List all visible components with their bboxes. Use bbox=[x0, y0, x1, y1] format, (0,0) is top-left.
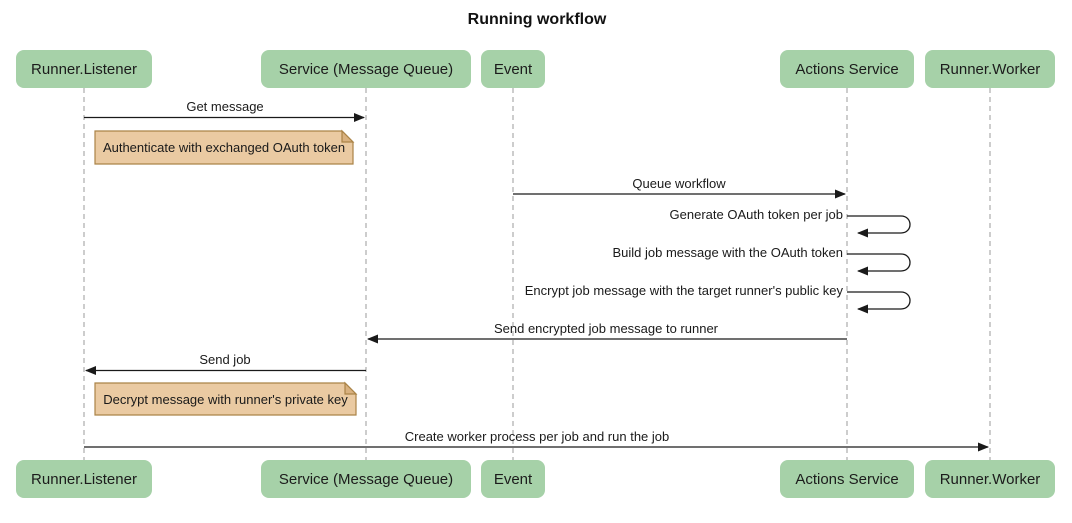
arrow-generate-oauth-token-self bbox=[847, 215, 911, 238]
note-decrypt-private-key: Decrypt message with runner's private ke… bbox=[103, 391, 348, 407]
message-label-encrypt-job-message: Encrypt job message with the target runn… bbox=[524, 283, 843, 298]
participant-top-runner-worker: Runner.Worker bbox=[925, 50, 1055, 88]
arrow-build-job-message-self bbox=[847, 253, 911, 276]
participant-bottom-service-message-queue: Service (Message Queue) bbox=[261, 460, 471, 498]
participant-top-event: Event bbox=[481, 50, 545, 88]
participant-bottom-runner-listener: Runner.Listener bbox=[16, 460, 152, 498]
note-authenticate-oauth: Authenticate with exchanged OAuth token bbox=[102, 140, 346, 155]
message-label-queue-workflow: Queue workflow bbox=[632, 176, 726, 191]
participant-bottom-event: Event bbox=[481, 460, 545, 498]
participant-top-runner-listener: Runner.Listener bbox=[16, 50, 152, 88]
message-label-build-job-message: Build job message with the OAuth token bbox=[612, 245, 843, 260]
participant-top-actions-service: Actions Service bbox=[780, 50, 914, 88]
note-shape-authenticate bbox=[94, 129, 355, 165]
note-shape-decrypt bbox=[94, 381, 358, 416]
arrow-encrypt-job-message-self bbox=[847, 291, 911, 314]
message-label-generate-oauth-token: Generate OAuth token per job bbox=[669, 207, 843, 222]
participant-bottom-actions-service: Actions Service bbox=[780, 460, 914, 498]
diagram-title: Running workflow bbox=[467, 11, 607, 28]
participant-top-service-message-queue: Service (Message Queue) bbox=[261, 50, 471, 88]
message-label-get-message: Get message bbox=[186, 99, 264, 114]
message-label-create-worker-process: Create worker process per job and run th… bbox=[404, 429, 670, 444]
participant-bottom-runner-worker: Runner.Worker bbox=[925, 460, 1055, 498]
message-label-send-encrypted-job-message: Send encrypted job message to runner bbox=[493, 321, 719, 336]
message-label-send-job: Send job bbox=[199, 352, 251, 367]
